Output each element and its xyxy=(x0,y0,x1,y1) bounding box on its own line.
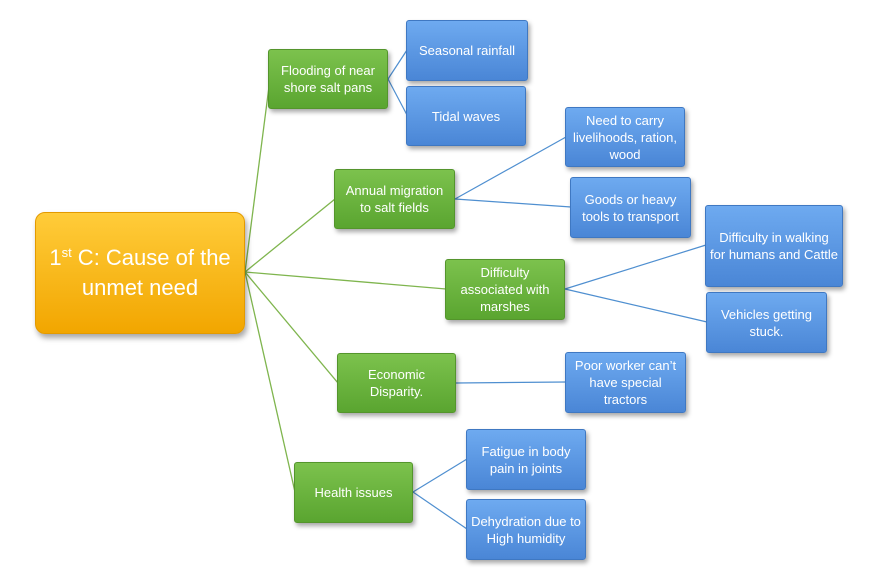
cause-label: Annual migration to salt fields xyxy=(345,183,444,215)
cause-node-economic-disparity: Economic Disparity. xyxy=(337,353,456,413)
effect-node-fatigue: Fatigue in body pain in joints xyxy=(466,429,586,490)
connector-cause-5-effect-1 xyxy=(412,458,468,493)
connector-root-cause-2 xyxy=(244,198,336,273)
effect-node-walking-difficulty: Difficulty in walking for humans and Cat… xyxy=(705,205,843,287)
connector-cause-2-effect-1 xyxy=(454,136,567,200)
effect-node-no-tractors: Poor worker can’t have special tractors xyxy=(565,352,686,413)
connector-cause-2-effect-2 xyxy=(454,198,572,208)
connector-cause-4-effect-1 xyxy=(455,381,567,384)
effect-label: Goods or heavy tools to transport xyxy=(582,191,679,224)
root-label-rest: C: Cause of the xyxy=(71,245,231,270)
effect-node-goods-transport: Goods or heavy tools to transport xyxy=(570,177,691,238)
root-label-number: 1 xyxy=(49,245,62,270)
cause-label: Health issues xyxy=(314,485,393,500)
effect-label: Need to carry livelihoods, ration, wood xyxy=(572,112,678,162)
cause-label: Difficulty associated with marshes xyxy=(460,265,550,314)
effect-label: Poor worker can’t have special tractors xyxy=(574,358,677,407)
connector-root-cause-1 xyxy=(244,78,271,273)
cause-node-flooding: Flooding of near shore salt pans xyxy=(268,49,388,109)
effect-node-carry-livelihoods: Need to carry livelihoods, ration, wood xyxy=(565,107,685,167)
effect-label: Dehydration due to High humidity xyxy=(471,513,581,546)
effect-label: Vehicles getting stuck. xyxy=(720,306,813,339)
effect-node-vehicles-stuck: Vehicles getting stuck. xyxy=(706,292,827,353)
cause-label: Flooding of near shore salt pans xyxy=(281,63,375,95)
connector-cause-3-effect-2 xyxy=(564,288,708,323)
effect-node-seasonal-rainfall: Seasonal rainfall xyxy=(406,20,528,81)
cause-label: Economic Disparity. xyxy=(367,367,426,399)
cause-node-marshes: Difficulty associated with marshes xyxy=(445,259,565,320)
root-label-superscript: st xyxy=(61,245,72,260)
effect-label: Tidal waves xyxy=(431,108,501,124)
root-node: 1st C: Cause of the unmet need xyxy=(35,212,245,334)
cause-node-health-issues: Health issues xyxy=(294,462,413,523)
effect-label: Difficulty in walking for humans and Cat… xyxy=(710,230,838,262)
root-label-line-1: 1st C: Cause of the xyxy=(49,243,230,273)
connector-root-cause-4 xyxy=(244,271,339,384)
connector-cause-5-effect-2 xyxy=(412,491,468,530)
effect-label: Seasonal rainfall xyxy=(418,43,516,58)
connector-cause-1-effect-1 xyxy=(387,49,408,80)
root-label-line-2: unmet need xyxy=(81,275,199,300)
cause-node-annual-migration: Annual migration to salt fields xyxy=(334,169,455,229)
effect-node-tidal-waves: Tidal waves xyxy=(406,86,526,146)
effect-node-dehydration: Dehydration due to High humidity xyxy=(466,499,586,560)
connector-root-cause-3 xyxy=(244,271,447,290)
connector-root-cause-5 xyxy=(244,271,296,493)
effect-label: Fatigue in body pain in joints xyxy=(481,443,571,476)
connector-cause-1-effect-2 xyxy=(387,78,408,116)
connector-cause-3-effect-1 xyxy=(564,244,707,290)
